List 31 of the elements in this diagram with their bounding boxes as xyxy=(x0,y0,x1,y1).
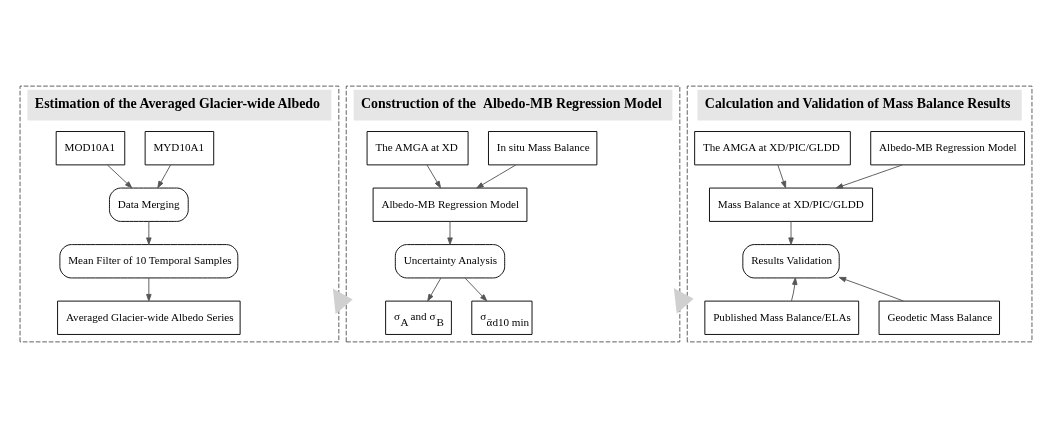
arrow xyxy=(476,164,517,189)
node-box: Published Mass Balance/ELAs xyxy=(704,300,860,335)
arrow xyxy=(464,277,488,302)
node-box: Mass Balance at XD/PIC/GLDD xyxy=(709,187,874,222)
node-box: Albedo-MB Regression Model xyxy=(870,131,1025,166)
node-box: Albedo-MB Regression Model xyxy=(372,187,528,222)
arrow xyxy=(146,221,152,245)
node-box: Uncertainty Analysis xyxy=(394,244,506,279)
node-box: MOD10A1 xyxy=(55,131,126,166)
arrow xyxy=(791,277,798,302)
node-box: Mean Filter of 10 Temporal Samples xyxy=(59,244,239,279)
node-box: The AMGA at XD xyxy=(366,131,469,166)
arrow xyxy=(332,288,353,315)
arrow xyxy=(426,164,441,189)
node-box: MYD10A1 xyxy=(144,131,215,166)
node-box: The AMGA at XD/PIC/GLDD xyxy=(694,131,851,166)
arrow xyxy=(146,277,152,302)
arrow xyxy=(427,277,442,302)
arrow xyxy=(447,221,453,245)
node-box: Data Merging xyxy=(109,187,189,222)
arrow xyxy=(788,221,794,245)
arrow xyxy=(838,276,904,302)
arrow xyxy=(835,164,903,189)
node-box: Geodetic Mass Balance xyxy=(878,300,1000,335)
arrow xyxy=(106,164,133,189)
node-box: Averaged Glacier-wide Albedo Series xyxy=(57,300,241,335)
node-box: In situ Mass Balance xyxy=(488,131,598,166)
node-box: Results Validation xyxy=(742,244,840,279)
arrow xyxy=(157,164,172,189)
arrow xyxy=(777,164,787,189)
arrow xyxy=(673,288,694,314)
